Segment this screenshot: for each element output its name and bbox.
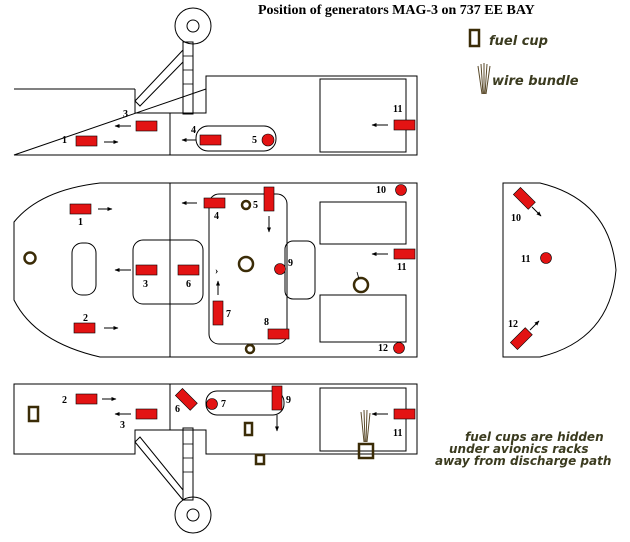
fuel-cup-bottom-rack xyxy=(357,442,375,460)
label-5-top: 5 xyxy=(252,135,257,146)
label-1-top: 1 xyxy=(62,135,67,146)
right-view: 10 11 12 xyxy=(502,182,617,358)
right-view-outline xyxy=(502,182,617,358)
label-7-bottom: 7 xyxy=(221,399,226,410)
label-12-mid: 12 xyxy=(378,343,388,354)
label-11-top: 11 xyxy=(393,104,402,115)
bottom-view-outline xyxy=(13,383,418,455)
label-4-top: 4 xyxy=(191,125,196,136)
middle-view-tall-panel xyxy=(208,193,288,345)
generator-11-bottom xyxy=(393,408,416,420)
fuel-cup-bottom-mid xyxy=(243,421,254,437)
middle-view-outline xyxy=(13,182,418,358)
bottom-gear xyxy=(134,427,212,534)
generator-3-mid xyxy=(135,264,158,276)
legend: fuel cup wire bundle xyxy=(468,28,579,95)
generator-6-mid xyxy=(177,264,200,276)
label-10-mid: 10 xyxy=(376,185,386,196)
middle-view: 1 2 3 4 5 6 7 8 9 10 11 12 › xyxy=(13,182,418,358)
generator-1-top xyxy=(75,135,98,147)
label-11-right: 11 xyxy=(521,254,530,265)
fuel-cup-bottom-left xyxy=(27,405,40,423)
bottom-view-rack xyxy=(319,387,407,452)
middle-view-center-panel xyxy=(132,239,204,305)
note-line-3: away from discharge path xyxy=(435,454,611,468)
bottom-view: 2 3 6 7 9 11 xyxy=(13,383,418,534)
note-line-1: fuel cups are hidden xyxy=(465,430,604,444)
label-8-mid: 8 xyxy=(264,317,269,328)
generator-10-mid xyxy=(395,184,407,196)
generator-9-mid xyxy=(274,263,286,275)
generator-6-bottom xyxy=(174,387,198,411)
label-9-bottom: 9 xyxy=(286,395,291,406)
generator-10-right xyxy=(512,186,536,210)
generator-5-mid xyxy=(263,186,275,212)
generator-11-right xyxy=(540,252,552,264)
fuel-cup-top xyxy=(240,199,252,211)
label-9-mid: 9 xyxy=(288,258,293,269)
fuel-cup-icon xyxy=(468,28,481,48)
top-view-panel xyxy=(195,125,277,152)
top-view-rack xyxy=(319,78,407,153)
generator-3-bottom xyxy=(135,408,158,420)
top-view: 1 3 4 5 11 xyxy=(13,7,418,156)
generator-4-mid xyxy=(203,197,226,209)
generator-7-bottom xyxy=(206,398,218,410)
generator-11-mid xyxy=(393,248,416,260)
label-11-bottom: 11 xyxy=(393,428,402,439)
fuel-cup-center xyxy=(237,255,255,273)
generator-9-bottom xyxy=(271,385,283,411)
generator-5-top xyxy=(261,133,275,147)
generator-12-right xyxy=(509,327,533,351)
diagram-title: Position of generators MAG-3 on 737 EE B… xyxy=(258,3,535,18)
fuel-cup-bottom-low xyxy=(254,453,266,466)
generator-12-mid xyxy=(393,342,405,354)
label-3-bottom: 3 xyxy=(120,420,125,431)
label-3-mid: 3 xyxy=(143,279,148,290)
mid-marker: › xyxy=(215,266,218,277)
generator-3-top xyxy=(135,120,158,132)
top-view-outline xyxy=(13,75,418,156)
legend-fuel-cup-label: fuel cup xyxy=(489,34,548,49)
label-2-bottom: 2 xyxy=(62,395,67,406)
top-gear xyxy=(134,7,212,115)
label-10-right: 10 xyxy=(511,213,521,224)
label-2-mid: 2 xyxy=(83,313,88,324)
middle-view-upper-rack xyxy=(319,201,407,245)
middle-view-side-panel xyxy=(284,240,316,300)
label-1-mid: 1 xyxy=(78,217,83,228)
fuel-cup-bottom xyxy=(244,343,256,355)
label-3-top: 3 xyxy=(123,109,128,120)
wire-bundle-bottom-icon xyxy=(360,409,371,443)
generator-11-top xyxy=(393,119,416,131)
legend-wire-bundle-label: wire bundle xyxy=(492,74,579,89)
label-11-mid: 11 xyxy=(397,262,406,273)
generator-2-mid xyxy=(73,322,96,334)
bottom-view-panel xyxy=(205,390,285,416)
label-6-mid: 6 xyxy=(186,279,191,290)
middle-view-lower-rack xyxy=(319,294,407,343)
label-12-right: 12 xyxy=(508,319,518,330)
fuel-cup-right xyxy=(352,276,370,294)
wire-bundle-icon xyxy=(477,63,491,95)
generator-2-bottom xyxy=(75,393,98,405)
generator-8-mid xyxy=(267,328,290,340)
generator-4-top xyxy=(199,134,222,146)
discharge-note: fuel cups are hidden under avionics rack… xyxy=(435,430,611,468)
generator-7-mid xyxy=(212,300,224,326)
generator-1-mid xyxy=(69,203,92,215)
label-5-mid: 5 xyxy=(253,200,258,211)
label-7-mid: 7 xyxy=(226,309,231,320)
label-6-bottom: 6 xyxy=(175,404,180,415)
middle-view-oval-window xyxy=(71,242,97,296)
fuel-cup-left xyxy=(23,251,37,265)
label-4-mid: 4 xyxy=(214,211,219,222)
note-line-2: under avionics racks xyxy=(449,442,589,456)
